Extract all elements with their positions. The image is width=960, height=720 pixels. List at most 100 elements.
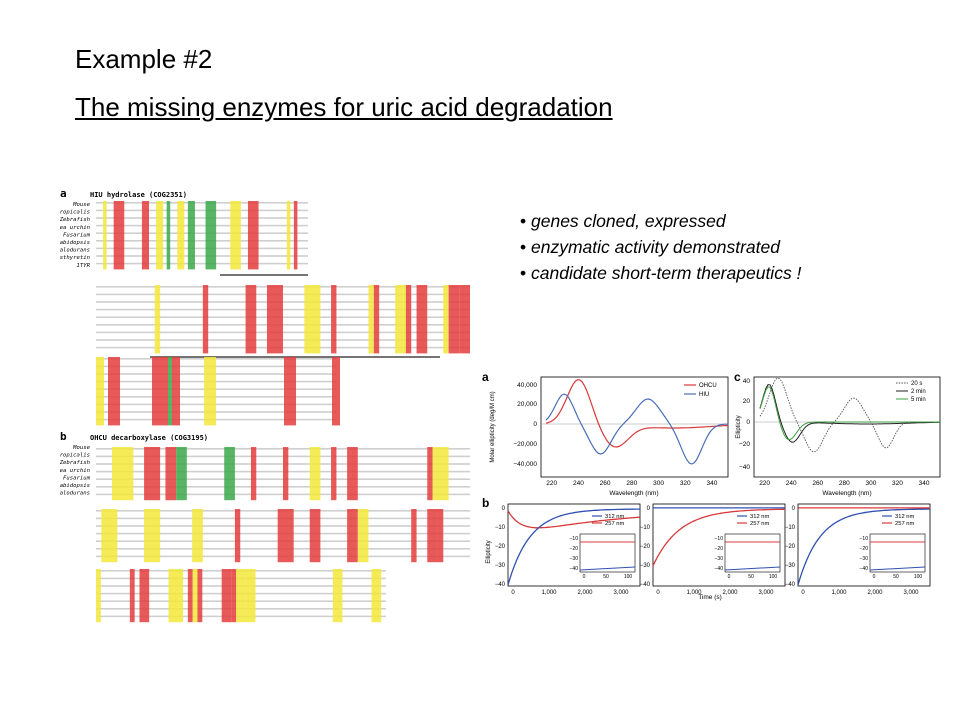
conserved-column — [234, 509, 241, 563]
spectrum-5min-line — [759, 386, 940, 441]
kinetics-xtick: 1,000 — [686, 590, 702, 596]
cd-a-ytick: 0 — [533, 421, 537, 428]
conserved-column — [96, 357, 104, 426]
kinetics-ytick: −40 — [785, 582, 796, 588]
conserved-column — [187, 201, 195, 270]
cd-panel-c-frame — [753, 376, 941, 478]
legend-312nm: 312 nm — [895, 514, 915, 520]
kinetics-ylabel: Ellipticity — [486, 540, 492, 563]
kinetics-xtick: 0 — [801, 590, 805, 596]
kinetics-ytick: −10 — [785, 525, 796, 531]
conserved-column — [309, 447, 321, 501]
conserved-column — [241, 569, 246, 623]
inset-ytick: −20 — [570, 546, 579, 552]
xtick-label: 240 — [786, 480, 797, 487]
hiu-spectrum-line — [545, 393, 729, 465]
conserved-column — [245, 285, 257, 354]
cd-a-ytick: −20,000 — [513, 441, 537, 448]
species-name: Sea urchin — [60, 225, 90, 231]
conserved-column — [371, 569, 382, 623]
conserved-column — [332, 357, 340, 426]
xtick-label: 220 — [546, 480, 557, 487]
kinetics-ytick: −10 — [640, 525, 651, 531]
kinetics-xtick: 0 — [511, 590, 515, 596]
conserved-column — [331, 285, 337, 354]
inset-xtick: 100 — [624, 574, 633, 580]
species-name: Zebrafish — [60, 460, 90, 466]
kinetics-ytick: −20 — [785, 544, 796, 550]
conserved-column — [177, 201, 185, 270]
sequence-row — [96, 217, 308, 219]
sequence-row — [96, 240, 308, 242]
conserved-column — [347, 447, 358, 501]
conserved-column — [293, 201, 298, 270]
alignment-panel-a-label: a — [60, 187, 67, 200]
sequence-row — [96, 232, 308, 234]
cd-panel-a-frame — [540, 376, 729, 478]
species-name: Sea urchin — [60, 468, 90, 474]
cd-c-ytick: 40 — [743, 378, 751, 385]
slide-title: Example #2 — [75, 44, 213, 74]
conserved-column — [139, 569, 150, 623]
sequence-row — [96, 209, 308, 212]
sequence-row — [96, 224, 308, 227]
conserved-column — [144, 447, 161, 501]
kinetics-xtick: 2,000 — [577, 590, 593, 596]
bullet-item: genes cloned, expressed — [520, 208, 801, 234]
legend-312nm: 312 nm — [605, 514, 625, 520]
conserved-column — [437, 509, 444, 563]
conserved-column — [187, 569, 193, 623]
cd-a-ytick: −40,000 — [513, 461, 537, 468]
conserved-column — [416, 285, 428, 354]
conserved-column — [112, 447, 129, 501]
inset-xtick: 50 — [603, 574, 609, 580]
inset-xtick: 0 — [728, 574, 731, 580]
sequence-row — [96, 247, 308, 250]
inset-ytick: −30 — [860, 556, 869, 562]
xtick-label: 320 — [892, 480, 903, 487]
species-name: B. halodurans — [60, 248, 90, 254]
kinetics-xtick: 2,000 — [722, 590, 738, 596]
kinetics-ytick: −30 — [640, 563, 651, 569]
inset-frame — [869, 533, 926, 573]
xtick-label: 260 — [812, 480, 823, 487]
kinetics-xtick: 1,000 — [541, 590, 557, 596]
xtick-label: 300 — [865, 480, 876, 487]
conserved-column — [108, 357, 120, 426]
kinetics-xtick: 3,000 — [758, 590, 774, 596]
kinetics-xlabel: Time (s) — [698, 594, 722, 601]
xtick-label: 260 — [600, 480, 611, 487]
conserved-column — [197, 569, 203, 623]
conserved-column — [459, 285, 470, 354]
conserved-column — [165, 447, 177, 501]
conserved-column — [152, 357, 164, 426]
inset-frame — [579, 533, 636, 573]
conserved-column — [128, 447, 134, 501]
conserved-column — [443, 285, 449, 354]
inset-xtick: 50 — [748, 574, 754, 580]
conserved-column — [373, 285, 380, 354]
conserved-column — [266, 285, 283, 354]
xtick-label: 220 — [759, 480, 770, 487]
cd-c-ytick: 0 — [746, 419, 750, 426]
species-name: Mouse — [72, 445, 90, 451]
inset-ytick: −30 — [570, 556, 579, 562]
conserved-column — [202, 285, 209, 354]
inset-trace-blue — [869, 566, 926, 571]
species-name: 1TYR — [77, 263, 91, 269]
species-name: Transthyretin — [60, 255, 90, 261]
legend-312nm: 312 nm — [750, 514, 770, 520]
species-name: Arabidopsis — [60, 240, 90, 246]
conserved-column — [204, 357, 216, 426]
kinetics-ytick: −10 — [495, 525, 506, 531]
conserved-column — [192, 569, 198, 623]
conserved-column — [395, 285, 406, 354]
legend-257nm: 257 nm — [895, 521, 915, 527]
conserved-column — [247, 201, 259, 270]
inset-ytick: −20 — [715, 546, 724, 552]
cd-c-xlabel: Wavelength (nm) — [822, 490, 871, 497]
conserved-column — [368, 285, 374, 354]
